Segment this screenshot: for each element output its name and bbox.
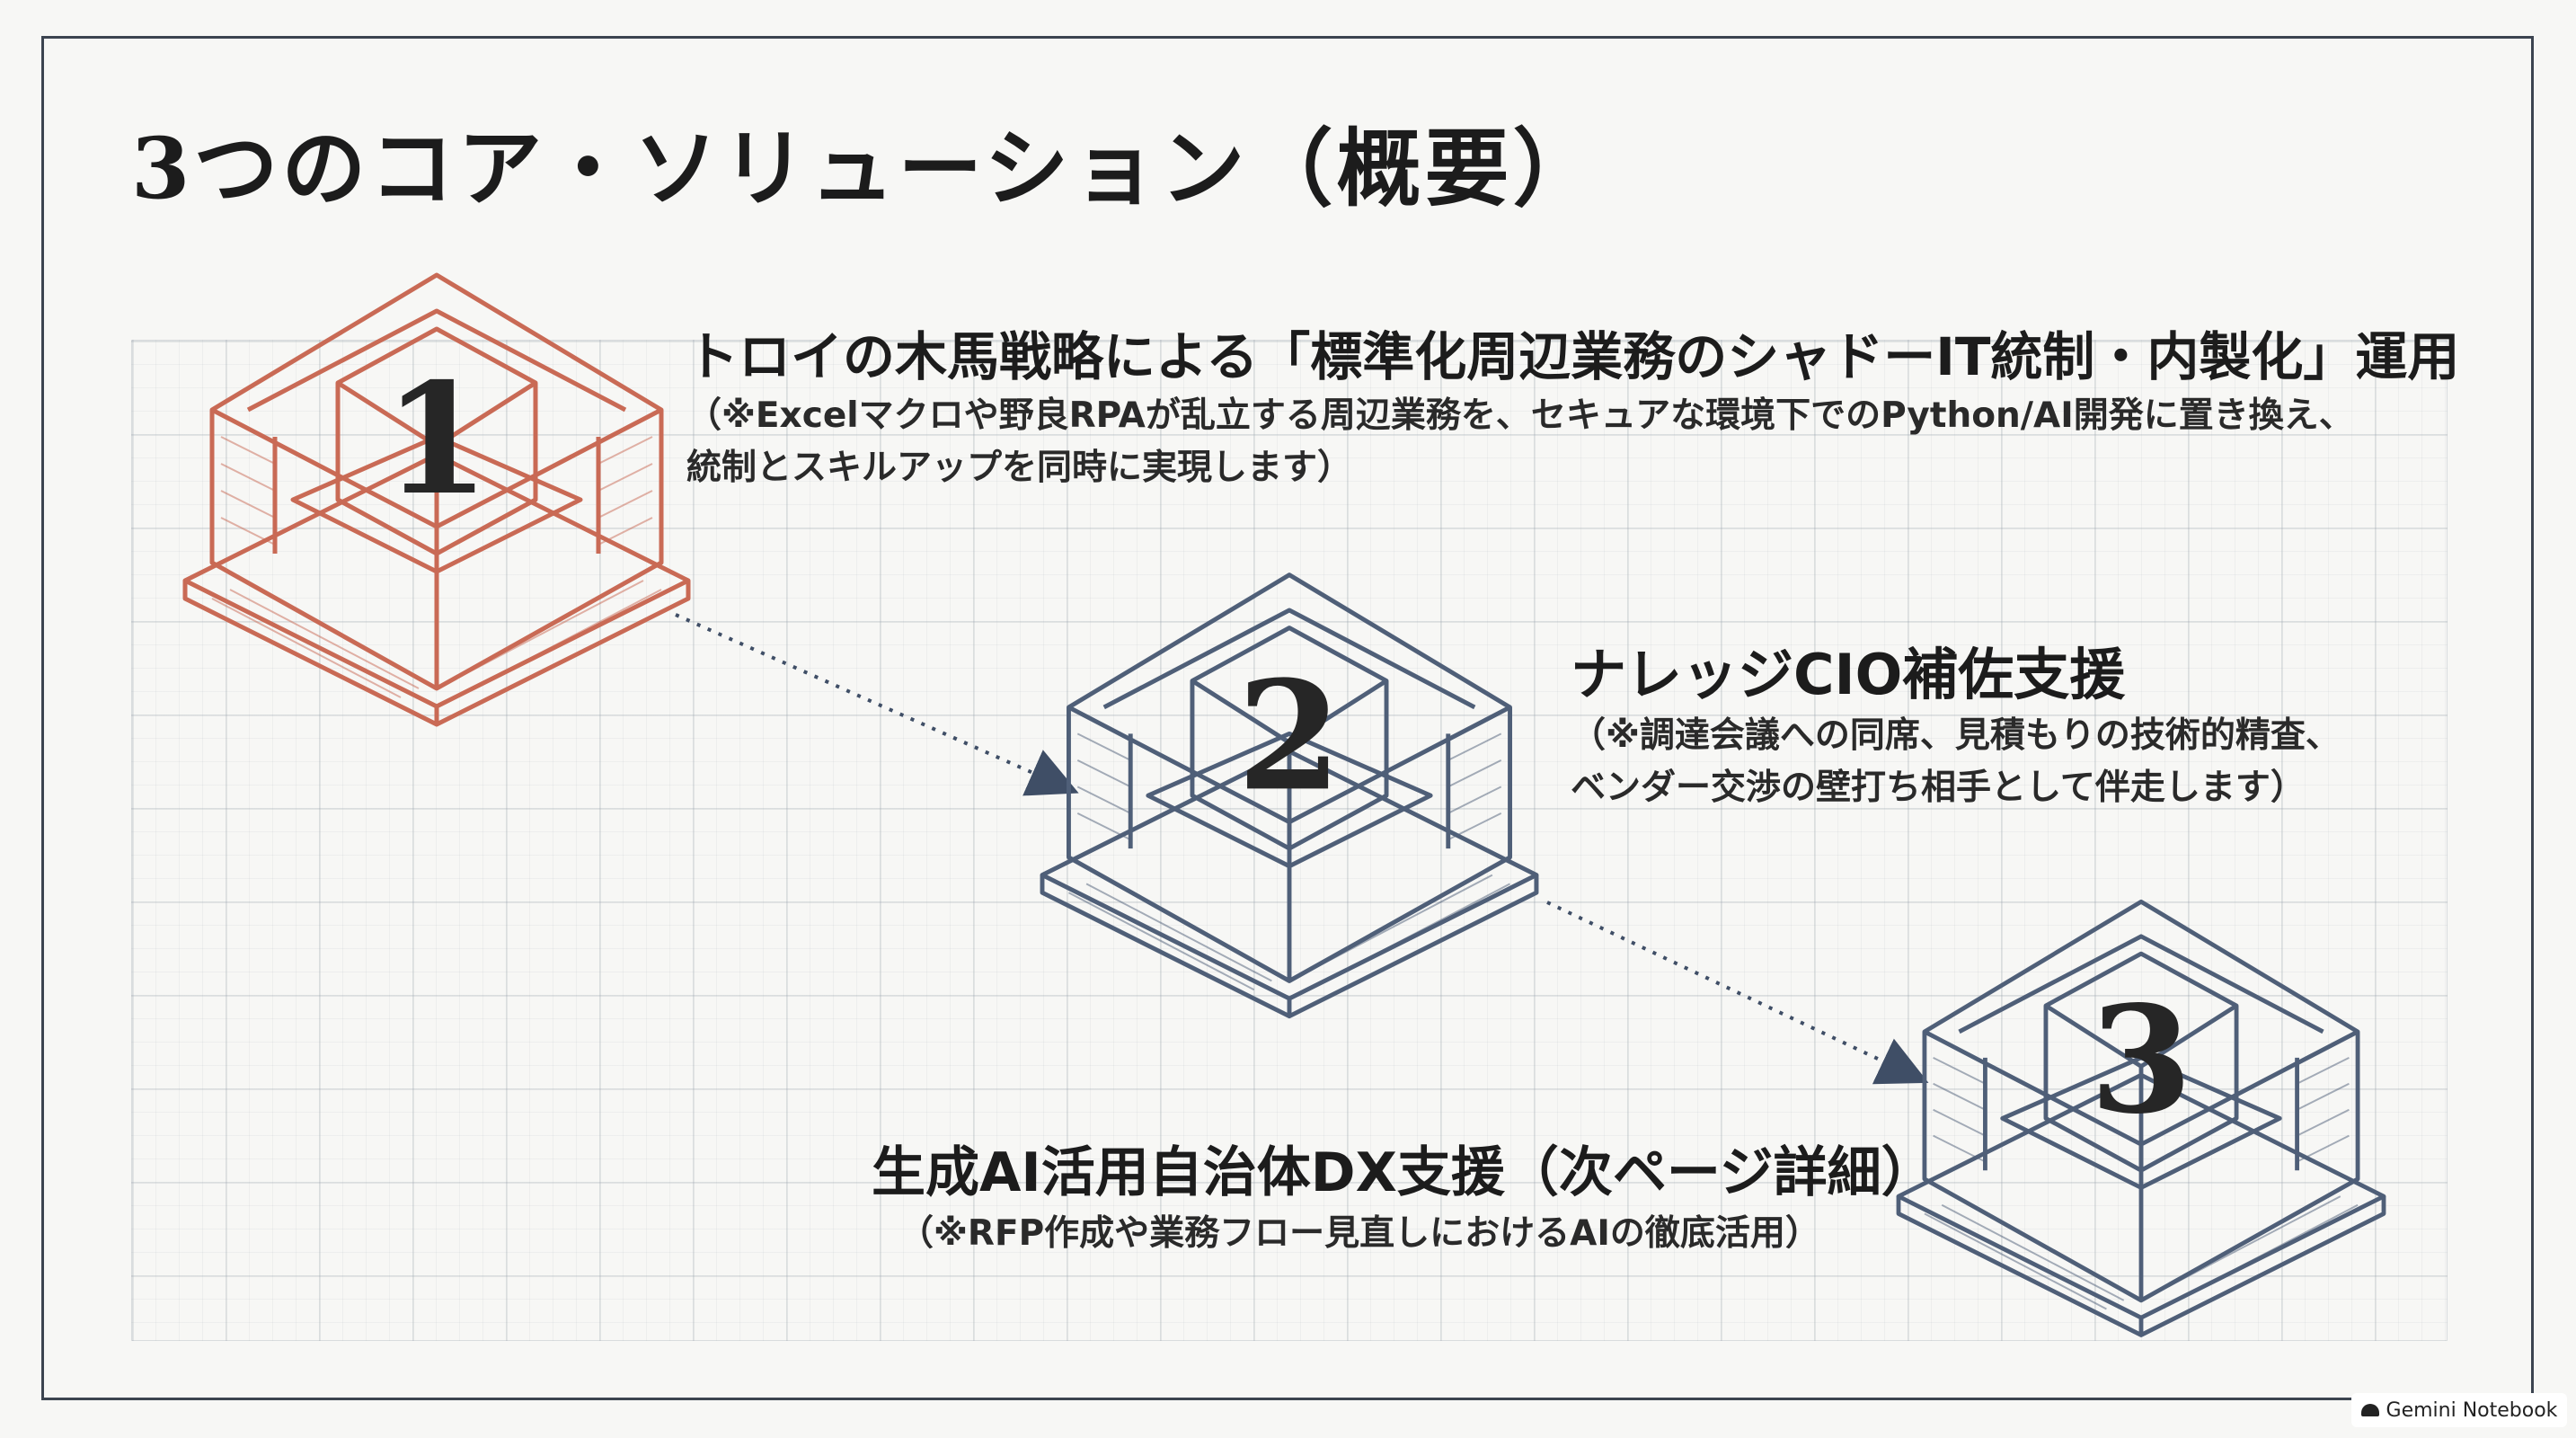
solution-3-desc-line-1: （※RFP作成や業務フロー見直しにおけるAIの徹底活用） xyxy=(899,1213,1820,1254)
solution-3-description: （※RFP作成や業務フロー見直しにおけるAIの徹底活用） xyxy=(899,1208,1820,1260)
gemini-notebook-label: Gemini Notebook xyxy=(2386,1398,2558,1422)
solution-2-desc-line-2: ベンダー交渉の壁打ち相手として伴走します） xyxy=(1571,768,2306,808)
solution-1-number: 1 xyxy=(384,350,490,529)
slide-frame xyxy=(41,36,2534,1400)
slide-title: 3つのコア・ソリューション（概要） xyxy=(131,120,1601,218)
arrow-2-to-3 xyxy=(1546,901,1929,1085)
solution-1-heading: トロイの木馬戦略による「標準化周辺業務のシャドーIT統制・内製化」運用 xyxy=(686,326,2460,387)
solution-2-icon: 2 xyxy=(1040,573,1539,1019)
solution-3-icon: 3 xyxy=(1896,899,2386,1337)
solution-1-desc-line-1: （※Excelマクロや野良RPAが乱立する周辺業務を、セキュアな環境下でのPyt… xyxy=(686,395,2354,436)
solution-2-description: （※調達会議への同席、見積もりの技術的精査、 ベンダー交渉の壁打ち相手として伴走… xyxy=(1571,710,2341,814)
gemini-notebook-badge: Gemini Notebook xyxy=(2351,1393,2567,1427)
solution-1-icon: 1 xyxy=(182,272,691,727)
solution-3-number: 3 xyxy=(2090,973,2192,1147)
solution-2-number: 2 xyxy=(1237,648,1341,824)
gemini-logo-icon xyxy=(2360,1404,2379,1416)
arrow-1-to-2 xyxy=(675,613,1079,796)
solution-3-heading: 生成AI活用自治体DX支援（次ページ詳細） xyxy=(872,1141,1935,1204)
solution-2-heading: ナレッジCIO補佐支援 xyxy=(1571,642,2126,707)
solution-2-desc-line-1: （※調達会議への同席、見積もりの技術的精査、 xyxy=(1571,715,2341,756)
solution-1-description: （※Excelマクロや野良RPAが乱立する周辺業務を、セキュアな環境下でのPyt… xyxy=(686,390,2354,494)
solution-1-desc-line-2: 統制とスキルアップを同時に実現します） xyxy=(686,448,1353,488)
